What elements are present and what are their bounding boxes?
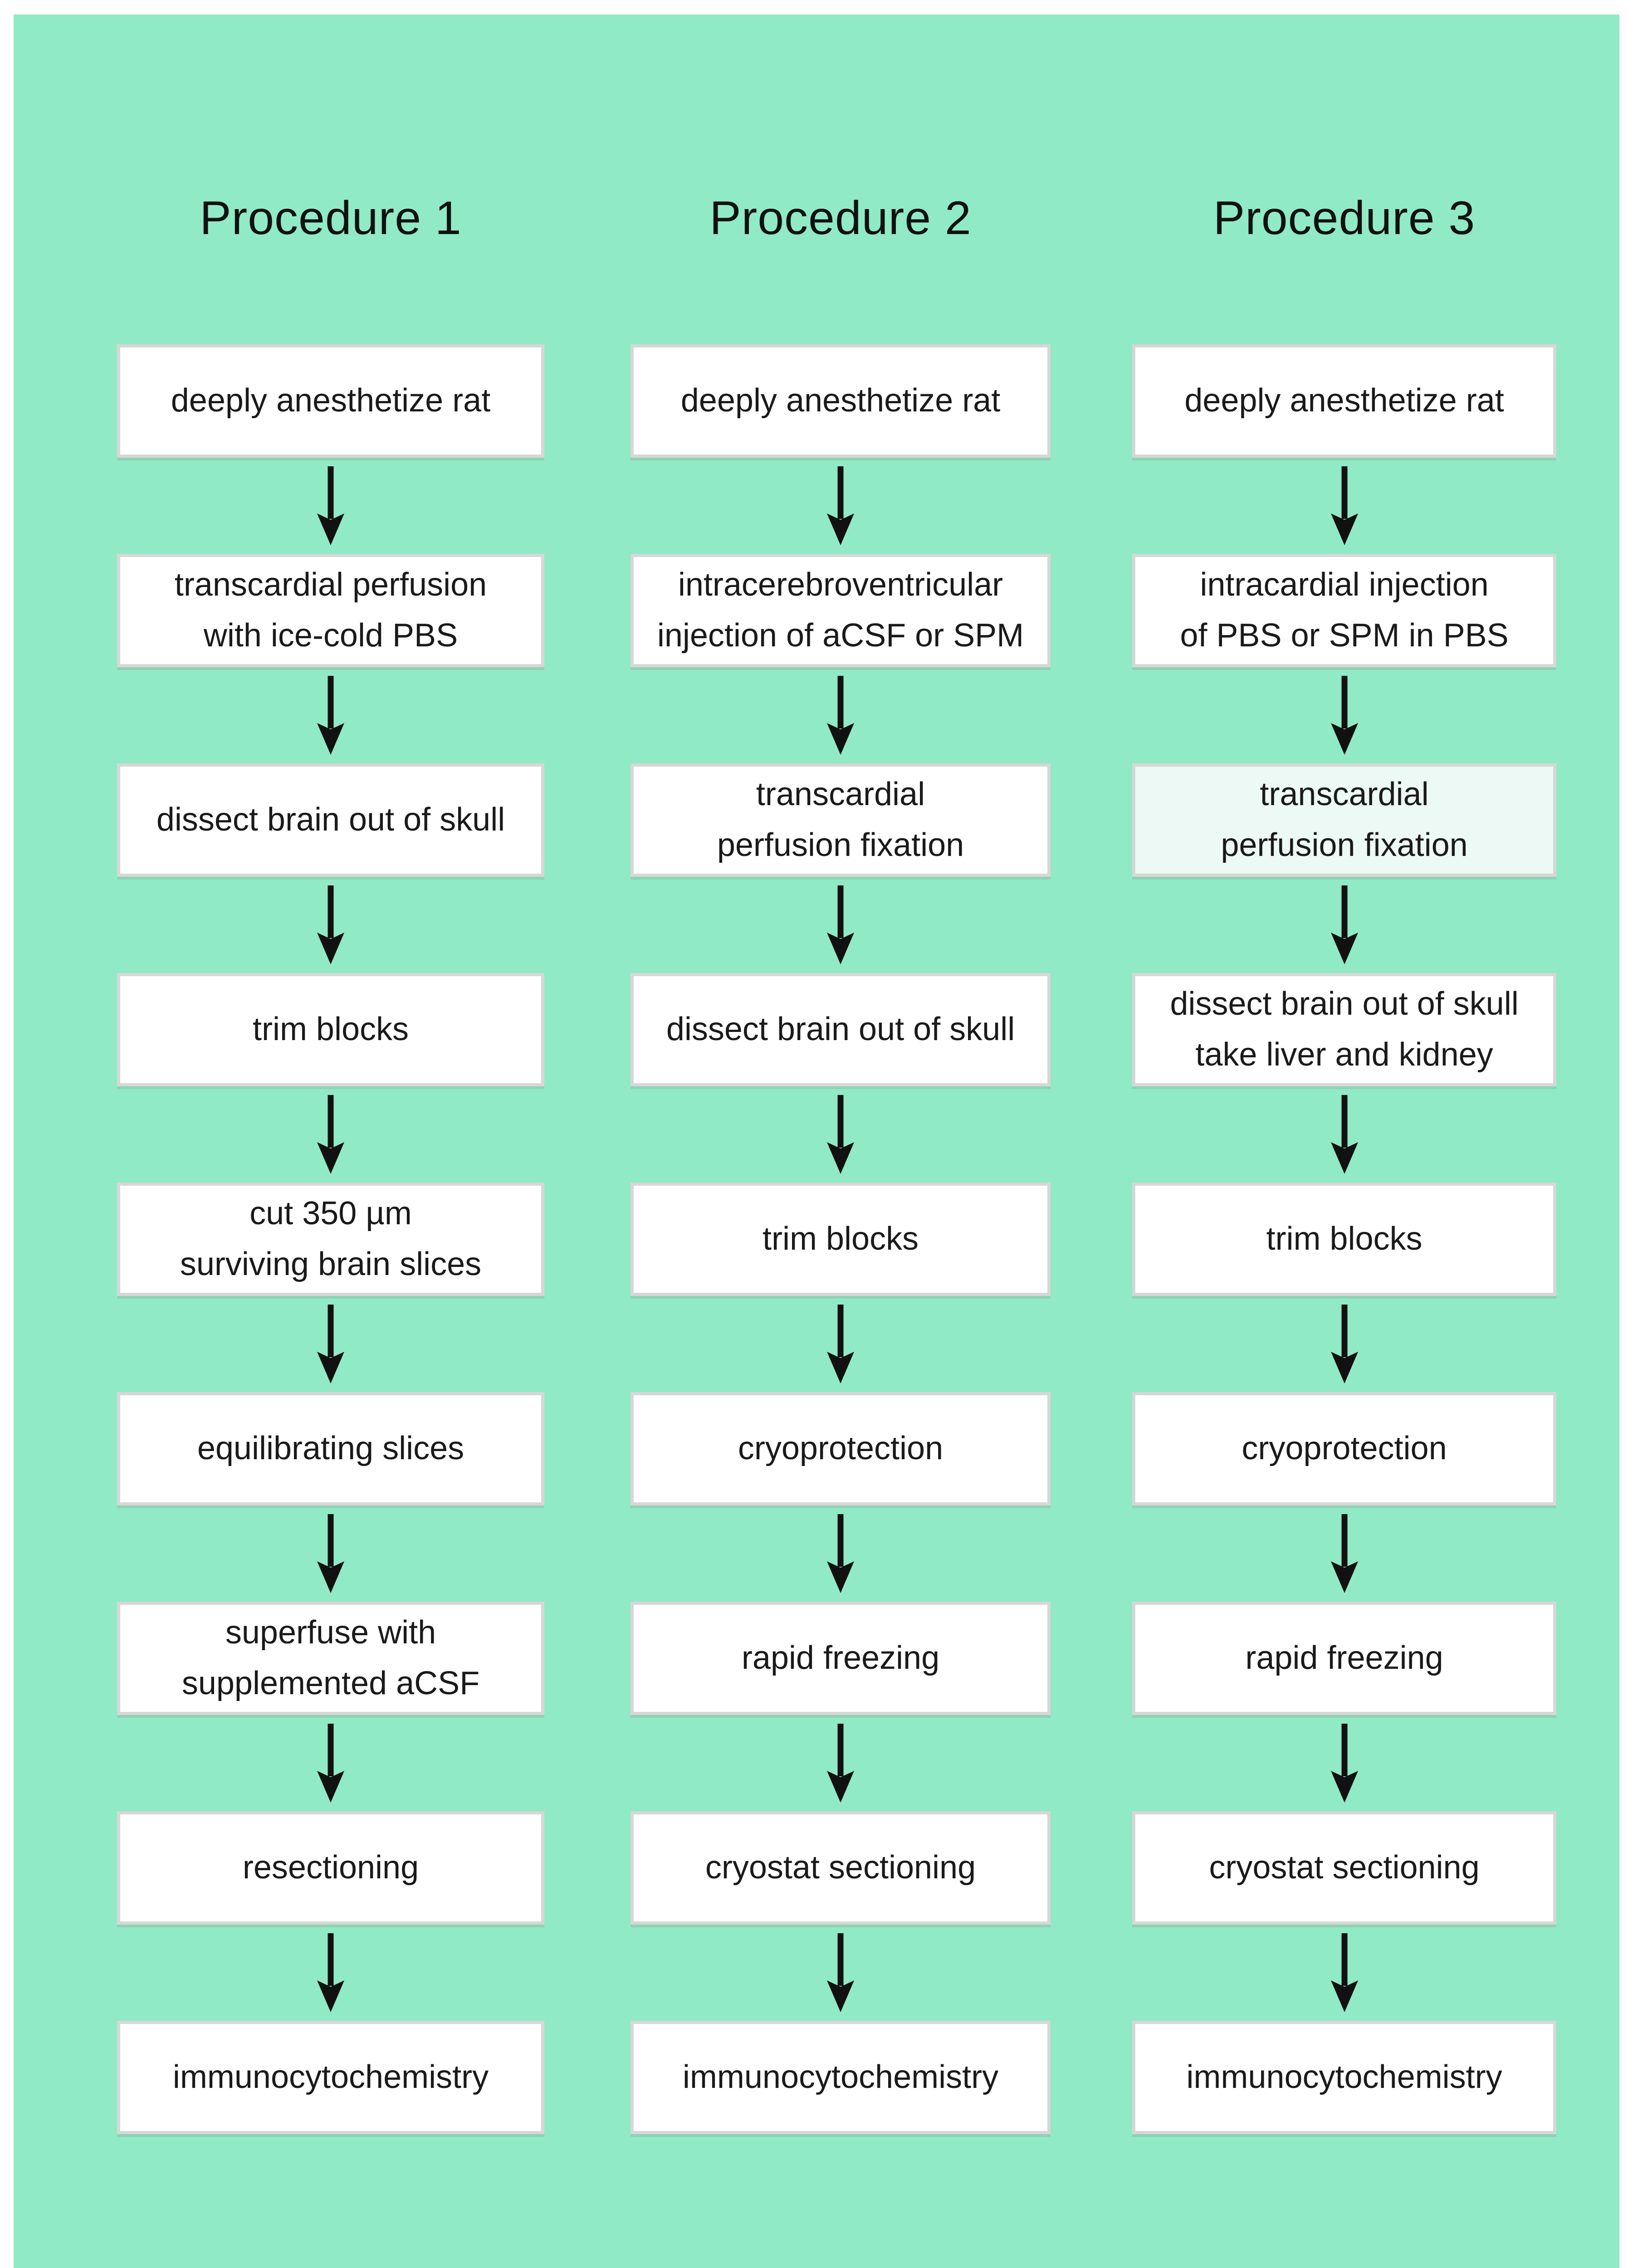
- step-box: deeply anesthetize rat: [1132, 344, 1556, 458]
- column-title: Procedure 1: [200, 192, 462, 244]
- arrow-down-icon: [631, 1086, 1051, 1183]
- step-box: cryoprotection: [1132, 1392, 1556, 1505]
- arrow-down-icon: [631, 667, 1051, 763]
- step-label: immunocytochemistry: [1186, 2059, 1502, 2096]
- arrow-down-icon: [117, 877, 544, 973]
- arrow-down-icon: [631, 1715, 1051, 1811]
- column-procedure-2: Procedure 2 deeply anesthetize rat intra…: [631, 15, 1051, 2268]
- arrow-down-icon: [117, 667, 544, 763]
- step-label: deeply anesthetize rat: [1184, 382, 1504, 419]
- step-label: transcardial perfusion fixation: [717, 776, 964, 863]
- column-procedure-3: Procedure 3 deeply anesthetize rat intra…: [1132, 15, 1556, 2268]
- step-label: cryostat sectioning: [1209, 1849, 1480, 1886]
- arrow-down-icon: [1132, 1925, 1556, 2021]
- step-label: resectioning: [242, 1849, 419, 1886]
- arrow-down-icon: [1132, 877, 1556, 973]
- arrow-down-icon: [1132, 458, 1556, 554]
- arrow-down-icon: [117, 1505, 544, 1602]
- step-label: deeply anesthetize rat: [680, 382, 1001, 419]
- step-box: equilibrating slices: [117, 1392, 544, 1505]
- step-label: rapid freezing: [1245, 1640, 1443, 1677]
- step-stack: deeply anesthetize rat transcardial perf…: [117, 344, 544, 2134]
- step-box: resectioning: [117, 1811, 544, 1925]
- step-box: dissect brain out of skull take liver an…: [1132, 973, 1556, 1086]
- step-label: cryoprotection: [738, 1430, 944, 1467]
- arrow-down-icon: [117, 1715, 544, 1811]
- arrow-down-icon: [631, 1296, 1051, 1392]
- step-label: cut 350 µm surviving brain slices: [180, 1195, 482, 1282]
- step-box: intracerebroventricular injection of aCS…: [631, 554, 1051, 667]
- arrow-down-icon: [117, 458, 544, 554]
- column-procedure-1: Procedure 1 deeply anesthetize rat trans…: [117, 15, 544, 2268]
- step-label: intracardial injection of PBS or SPM in …: [1180, 567, 1509, 654]
- step-label: dissect brain out of skull: [666, 1011, 1015, 1048]
- step-box: rapid freezing: [631, 1602, 1051, 1715]
- step-box-highlighted: transcardial perfusion fixation: [1132, 763, 1556, 877]
- arrow-down-icon: [117, 1925, 544, 2021]
- step-box: deeply anesthetize rat: [117, 344, 544, 458]
- step-box: immunocytochemistry: [117, 2021, 544, 2134]
- step-box: cryostat sectioning: [1132, 1811, 1556, 1925]
- step-label: equilibrating slices: [197, 1430, 464, 1467]
- column-title: Procedure 3: [1213, 192, 1476, 244]
- step-label: immunocytochemistry: [682, 2059, 999, 2096]
- figure-background: Procedure 1 deeply anesthetize rat trans…: [14, 15, 1619, 2268]
- step-label: deeply anesthetize rat: [171, 382, 491, 419]
- arrow-down-icon: [1132, 667, 1556, 763]
- step-label: transcardial perfusion fixation: [1221, 776, 1468, 863]
- arrow-down-icon: [1132, 1505, 1556, 1602]
- step-box: trim blocks: [631, 1183, 1051, 1296]
- step-box: transcardial perfusion fixation: [631, 763, 1051, 877]
- step-box: immunocytochemistry: [1132, 2021, 1556, 2134]
- step-box: cryostat sectioning: [631, 1811, 1051, 1925]
- step-label: intracerebroventricular injection of aCS…: [657, 567, 1024, 654]
- arrow-down-icon: [1132, 1296, 1556, 1392]
- step-label: transcardial perfusion with ice-cold PBS: [174, 567, 487, 654]
- step-box: cut 350 µm surviving brain slices: [117, 1183, 544, 1296]
- arrow-down-icon: [631, 458, 1051, 554]
- step-box: transcardial perfusion with ice-cold PBS: [117, 554, 544, 667]
- step-box: immunocytochemistry: [631, 2021, 1051, 2134]
- step-label: dissect brain out of skull: [156, 802, 505, 838]
- step-stack: deeply anesthetize rat intracardial inje…: [1132, 344, 1556, 2134]
- step-box: cryoprotection: [631, 1392, 1051, 1505]
- step-box: trim blocks: [1132, 1183, 1556, 1296]
- step-box: dissect brain out of skull: [631, 973, 1051, 1086]
- step-box: deeply anesthetize rat: [631, 344, 1051, 458]
- step-box: superfuse with supplemented aCSF: [117, 1602, 544, 1715]
- step-label: trim blocks: [762, 1221, 919, 1257]
- step-box: rapid freezing: [1132, 1602, 1556, 1715]
- arrow-down-icon: [1132, 1715, 1556, 1811]
- step-label: rapid freezing: [741, 1640, 940, 1677]
- step-label: trim blocks: [252, 1011, 409, 1048]
- arrow-down-icon: [631, 1925, 1051, 2021]
- step-label: cryostat sectioning: [705, 1849, 976, 1886]
- step-label: trim blocks: [1266, 1221, 1423, 1257]
- arrow-down-icon: [117, 1086, 544, 1183]
- step-label: immunocytochemistry: [172, 2059, 489, 2096]
- column-title: Procedure 2: [709, 192, 972, 244]
- step-label: superfuse with supplemented aCSF: [181, 1614, 480, 1701]
- step-box: intracardial injection of PBS or SPM in …: [1132, 554, 1556, 667]
- arrow-down-icon: [117, 1296, 544, 1392]
- step-label: cryoprotection: [1242, 1430, 1447, 1467]
- step-stack: deeply anesthetize rat intracerebroventr…: [631, 344, 1051, 2134]
- step-label: dissect brain out of skull take liver an…: [1170, 986, 1519, 1073]
- arrow-down-icon: [1132, 1086, 1556, 1183]
- arrow-down-icon: [631, 877, 1051, 973]
- step-box: dissect brain out of skull: [117, 763, 544, 877]
- step-box: trim blocks: [117, 973, 544, 1086]
- arrow-down-icon: [631, 1505, 1051, 1602]
